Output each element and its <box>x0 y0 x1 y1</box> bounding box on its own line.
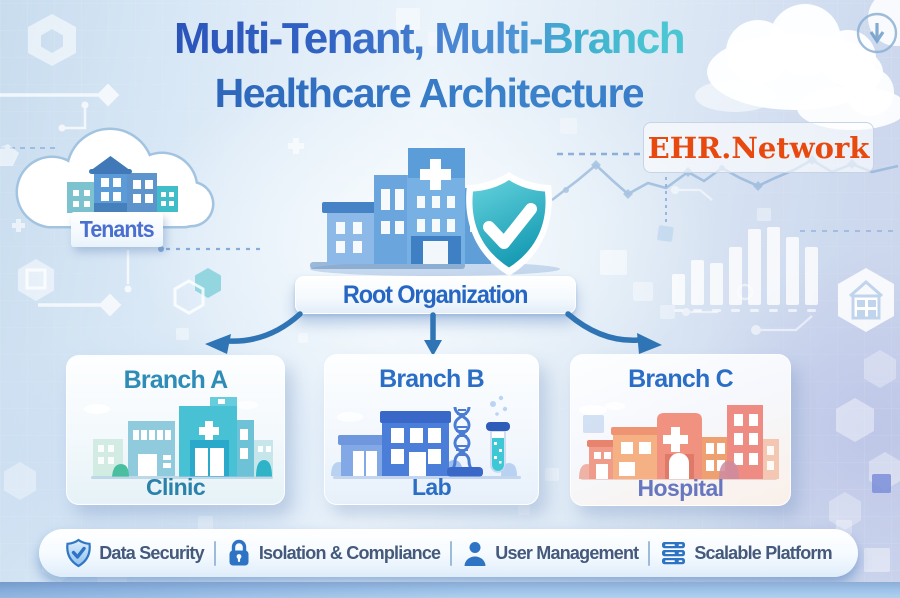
root-hospital-illustration <box>310 148 560 276</box>
feature-label: User Management <box>495 542 639 563</box>
branch-arrows <box>205 311 662 356</box>
tenant-buildings-icon <box>67 156 178 213</box>
divider <box>450 540 453 566</box>
shield-check-icon <box>66 538 91 568</box>
hospital-building-icon <box>310 148 560 276</box>
circle-arrow-icon <box>856 12 898 54</box>
arrow-to-branch-c <box>565 311 662 354</box>
branch-a-title: Branch A <box>123 366 229 394</box>
user-icon <box>464 541 486 566</box>
brand-badge: EHR.Network <box>643 122 874 173</box>
house-hexagon-icon <box>838 268 894 332</box>
feature-label: Data Security <box>99 542 204 563</box>
branch-c-type: Hospital <box>637 475 725 501</box>
bar-chart-decor <box>672 227 818 312</box>
tenants-cloud-illustration <box>15 127 215 229</box>
hexagon-nut-icon <box>28 14 76 66</box>
brand-name: EHR.Network <box>647 130 870 165</box>
scatter-squares <box>176 8 890 572</box>
branch-c-title: Branch C <box>628 365 734 393</box>
branch-b-title: Branch B <box>379 365 485 393</box>
tag-square <box>657 225 674 242</box>
tenants-label: Tenants <box>71 212 163 247</box>
root-org-label: Root Organization <box>295 276 576 314</box>
branch-card-b: Branch B <box>324 354 539 505</box>
stack-icon <box>662 542 686 565</box>
lab-illustration-icon <box>331 395 521 479</box>
clouds-top-right <box>695 0 900 130</box>
branch-a-type: Clinic <box>145 474 206 500</box>
blue-square-right <box>872 474 891 493</box>
test-tube-icon <box>486 395 510 473</box>
feature-scalable-platform: Scalable Platform <box>660 540 833 566</box>
branch-b-type: Lab <box>411 474 452 500</box>
dna-icon <box>449 406 475 473</box>
circuit-lines-left <box>0 83 132 317</box>
title-line2: Healthcare Architecture <box>214 70 645 116</box>
page-title: Multi-Tenant, Multi-Branch Healthcare Ar… <box>0 17 900 114</box>
feature-isolation-compliance: Isolation & Compliance <box>226 539 441 567</box>
feature-user-management: User Management <box>462 540 639 567</box>
circuit-lines-right <box>671 186 813 335</box>
tenants-label-text: Tenants <box>80 216 155 242</box>
bottom-band <box>0 582 900 598</box>
feature-label: Scalable Platform <box>694 542 832 563</box>
root-org-label-text: Root Organization <box>343 280 529 309</box>
dashed-line-dot <box>158 246 164 252</box>
branch-card-c: Branch C <box>570 354 791 506</box>
feature-label: Isolation & Compliance <box>258 542 441 563</box>
dashed-lines <box>0 147 898 251</box>
clinic-illustration-icon <box>84 397 273 479</box>
arrow-to-branch-a <box>205 311 303 354</box>
shield-check-badge-icon <box>466 172 552 276</box>
hexagons-mid-left <box>18 259 221 315</box>
feature-data-security: Data Security <box>65 538 205 568</box>
divider <box>213 540 216 566</box>
title-line1: Multi-Tenant, Multi-Branch <box>174 14 686 63</box>
features-bar: Data Security Isolation & Compliance Use… <box>39 529 858 577</box>
lock-icon <box>229 539 249 566</box>
hospital-illustration-icon <box>579 402 779 480</box>
arrow-to-branch-b <box>424 312 442 356</box>
branch-card-a: Branch A <box>66 355 285 505</box>
pentagon-decor <box>0 144 19 166</box>
divider <box>648 540 651 566</box>
